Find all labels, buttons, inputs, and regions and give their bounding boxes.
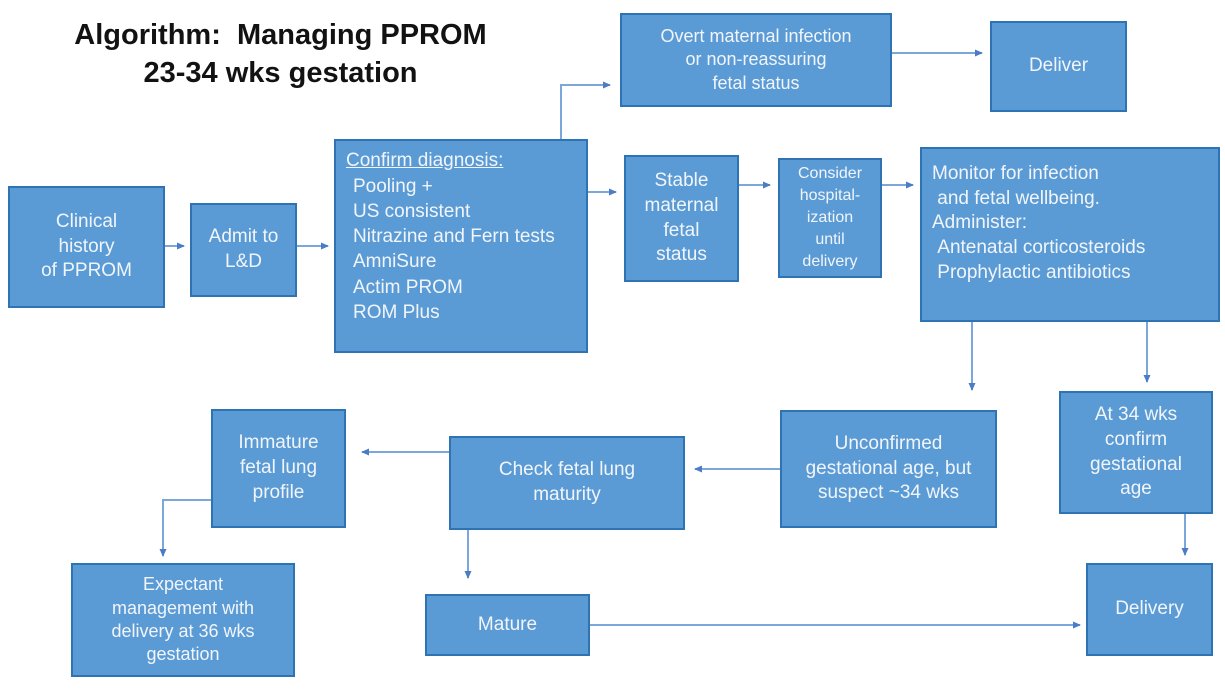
node-immature-fetal-lung-profile: Immature fetal lung profile bbox=[211, 409, 346, 528]
node-at-34-wks-confirm: At 34 wks confirm gestational age bbox=[1059, 391, 1213, 514]
node-overt-maternal-infection: Overt maternal infection or non-reassuri… bbox=[620, 13, 892, 107]
confirm-diagnosis-item: Pooling + bbox=[353, 175, 433, 197]
confirm-diagnosis-item: Actim PROM bbox=[353, 276, 463, 298]
node-deliver: Deliver bbox=[990, 21, 1127, 112]
node-delivery: Delivery bbox=[1086, 563, 1213, 656]
node-monitor-infection: Monitor for infection and fetal wellbein… bbox=[920, 147, 1220, 322]
node-check-fetal-lung-maturity: Check fetal lung maturity bbox=[449, 436, 685, 530]
node-admit-to-ld: Admit to L&D bbox=[190, 203, 297, 297]
confirm-diagnosis-heading: Confirm diagnosis: bbox=[346, 150, 504, 171]
edge-immature-fetal-lung-profile-to-expectant-management bbox=[159, 499, 211, 557]
node-consider-hospitalization: Consider hospital- ization until deliver… bbox=[778, 158, 882, 278]
edge-confirm-diagnosis-to-overt-maternal-infection bbox=[560, 81, 611, 139]
confirm-diagnosis-item: US consistent bbox=[353, 200, 471, 222]
node-expectant-management: Expectant management with delivery at 36… bbox=[71, 563, 295, 677]
confirm-diagnosis-item: AmniSure bbox=[353, 251, 437, 273]
node-mature: Mature bbox=[425, 594, 590, 656]
node-stable-maternal-fetal-status: Stable maternal fetal status bbox=[624, 155, 739, 282]
confirm-diagnosis-item: Nitrazine and Fern tests bbox=[353, 226, 555, 248]
node-clinical-history: Clinical history of PPROM bbox=[8, 186, 165, 308]
node-confirm-diagnosis: Confirm diagnosis: Pooling + US consisten… bbox=[334, 139, 588, 353]
diagram-title: Algorithm: Managing PPROM 23-34 wks gest… bbox=[74, 19, 487, 90]
node-unconfirmed-gestational-age: Unconfirmed gestational age, but suspect… bbox=[780, 410, 997, 528]
confirm-diagnosis-item: ROM Plus bbox=[353, 302, 440, 324]
